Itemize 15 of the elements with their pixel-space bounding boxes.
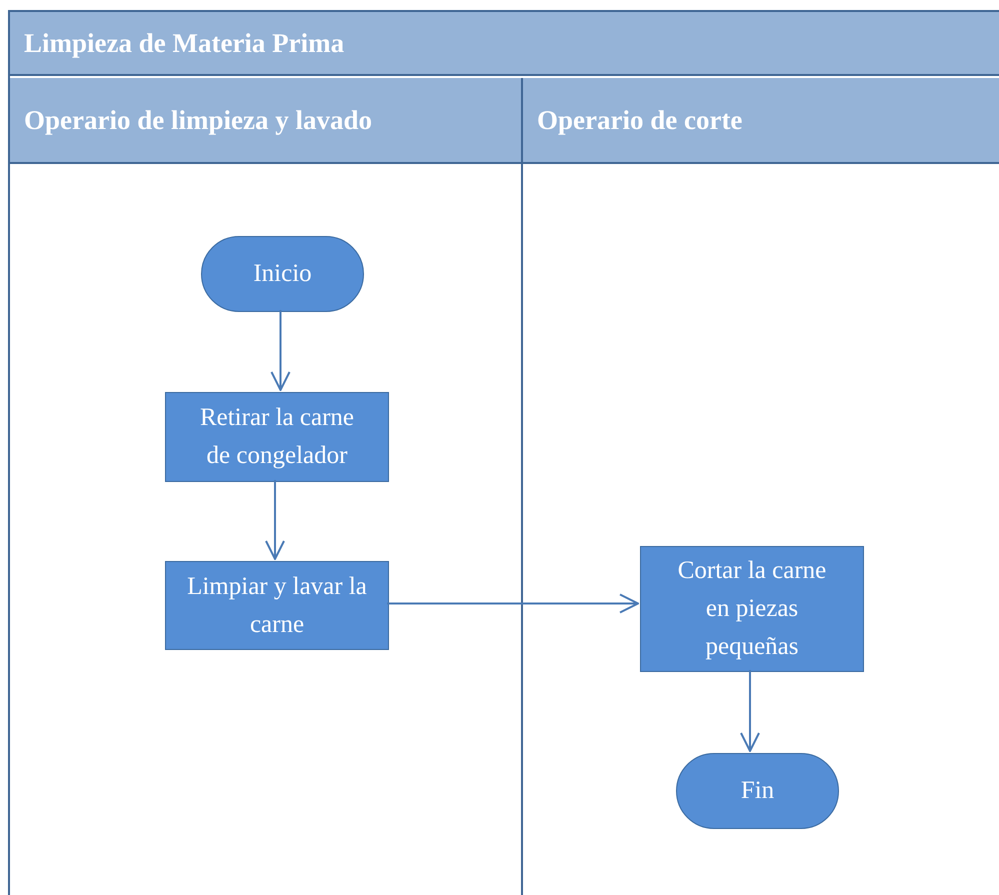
lane-header: Operario de corte — [523, 78, 999, 164]
swimlane-pool — [8, 10, 999, 895]
terminal-pill: Inicio — [201, 236, 364, 312]
arrow — [270, 310, 290, 391]
swimlane — [10, 78, 523, 895]
arrow — [740, 670, 760, 752]
process-box: Limpiar y lavar la carne — [165, 561, 389, 650]
process-box: Cortar la carne en piezas pequeñas — [640, 546, 864, 672]
arrow — [387, 594, 639, 614]
terminal-pill: Fin — [676, 753, 839, 829]
arrow — [265, 480, 285, 560]
process-box: Retirar la carne de congelador — [165, 392, 389, 482]
pool-header: Limpieza de Materia Prima — [10, 12, 999, 76]
lane-header: Operario de limpieza y lavado — [10, 78, 521, 164]
swimlane — [523, 78, 999, 895]
